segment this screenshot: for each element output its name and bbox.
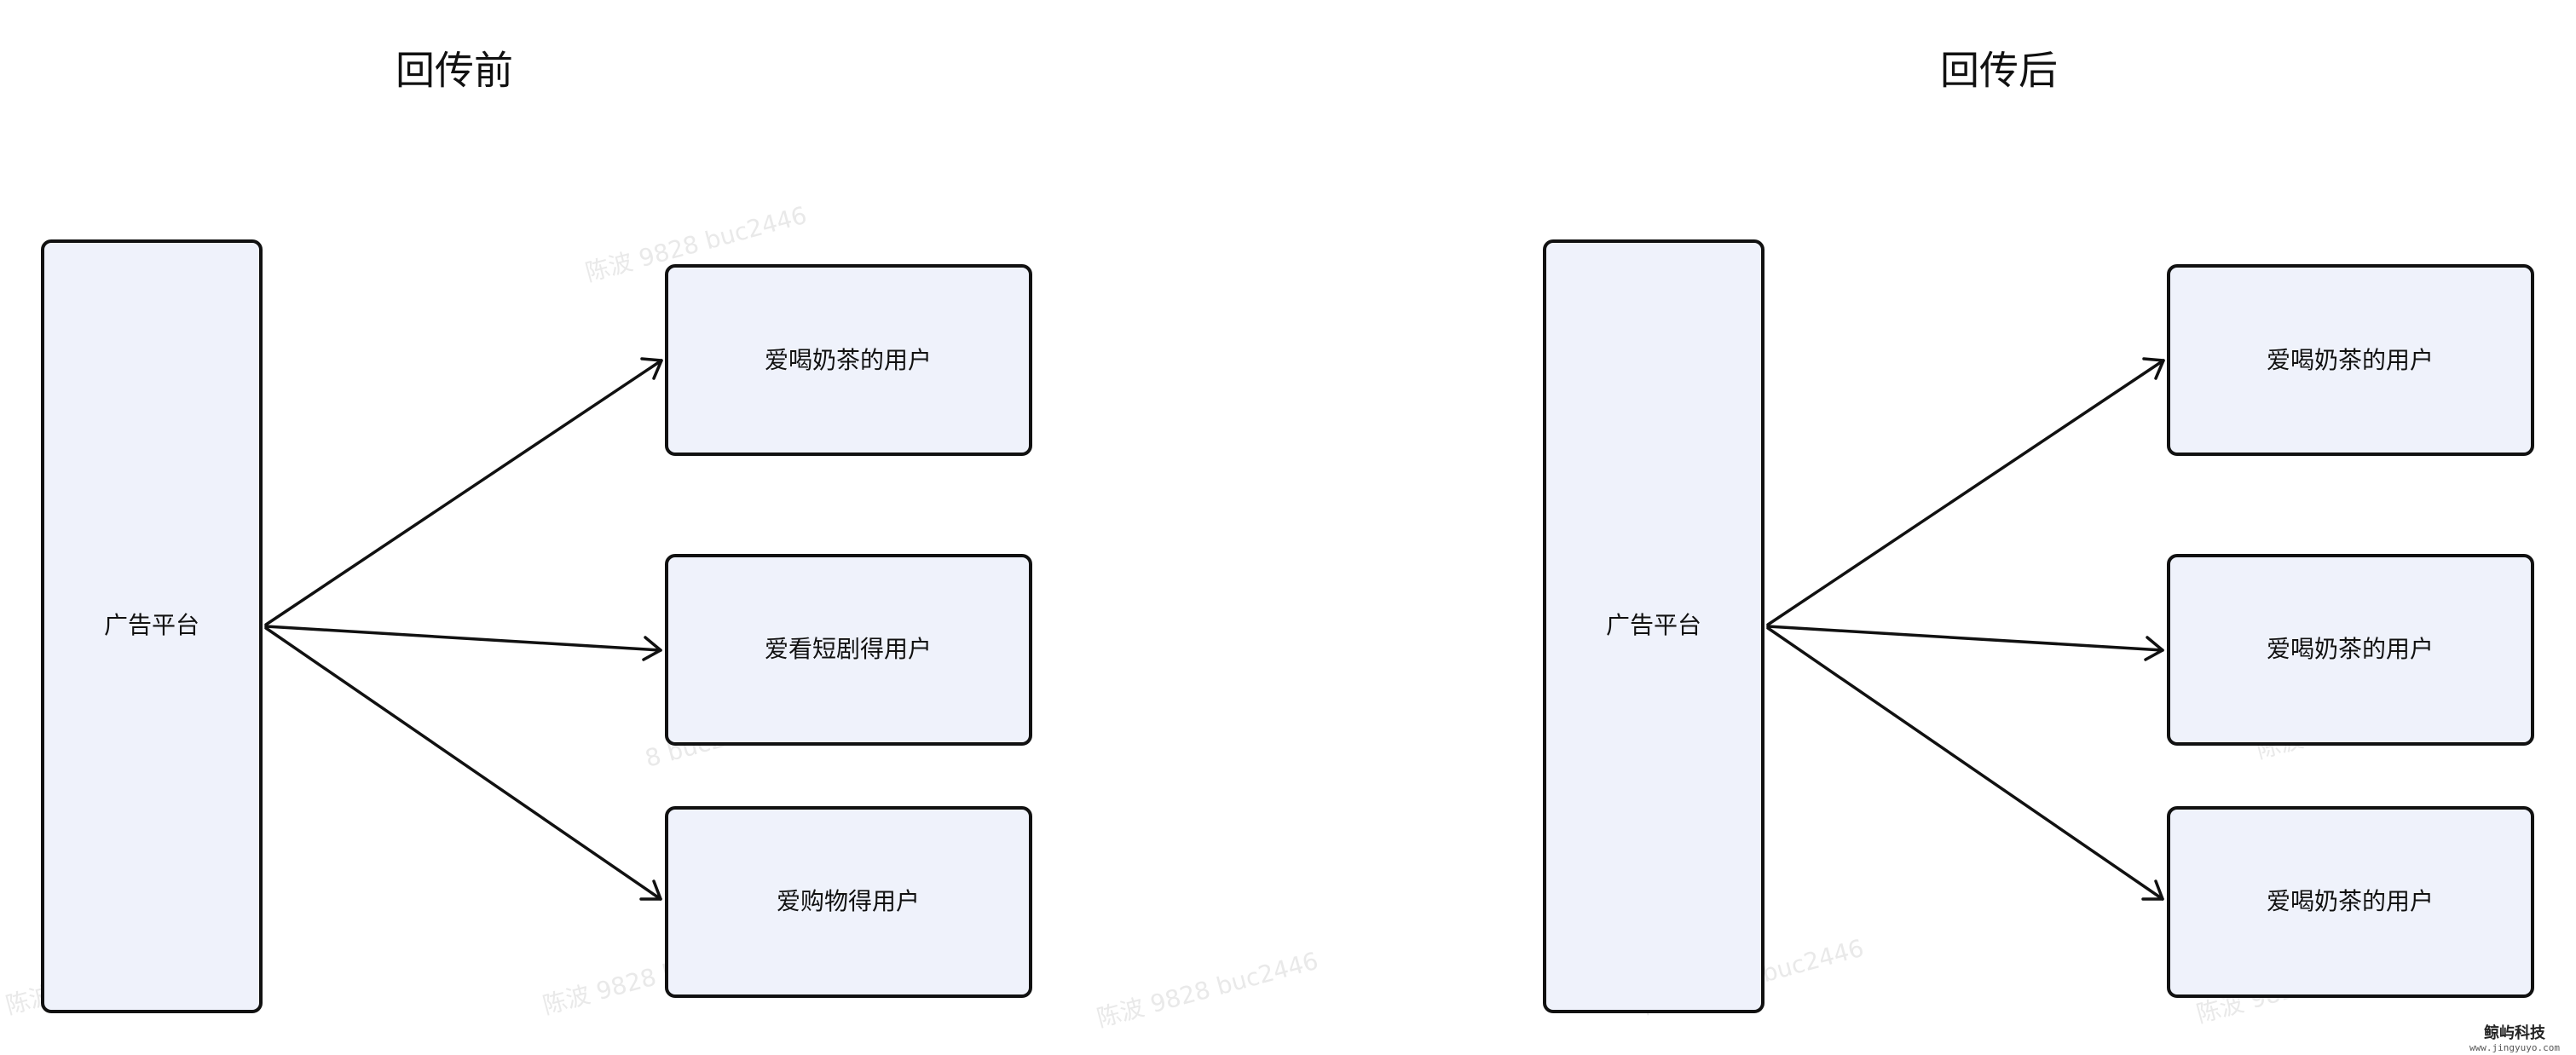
node-target: 爱喝奶茶的用户 bbox=[665, 264, 1032, 456]
edge bbox=[1766, 626, 2164, 901]
panel-title: 回传前 bbox=[396, 48, 513, 94]
edge bbox=[264, 357, 663, 626]
edge bbox=[1766, 357, 2165, 626]
node-target: 爱喝奶茶的用户 bbox=[2167, 264, 2534, 456]
node-target: 爱喝奶茶的用户 bbox=[2167, 554, 2534, 746]
edge bbox=[1766, 625, 2164, 661]
node-label: 爱喝奶茶的用户 bbox=[765, 346, 932, 374]
panel-title: 回传后 bbox=[1940, 48, 2058, 94]
node-label: 爱看短剧得用户 bbox=[765, 635, 932, 663]
node-target: 爱看短剧得用户 bbox=[665, 554, 1032, 746]
node-label: 爱购物得用户 bbox=[777, 887, 920, 915]
corner-logo: 鲸屿科技 www.jingyuyo.com bbox=[2469, 1023, 2560, 1053]
node-label: 爱喝奶茶的用户 bbox=[2267, 635, 2434, 663]
node-target: 爱购物得用户 bbox=[665, 806, 1032, 998]
panel-before: 回传前 广告平台 爱喝奶茶的用户 爱看短剧得用户 爱购物得用户 bbox=[41, 48, 1032, 1013]
node-label: 广告平台 bbox=[1606, 611, 1701, 639]
node-target: 爱喝奶茶的用户 bbox=[2167, 806, 2534, 998]
panel-after: 回传后 广告平台 爱喝奶茶的用户 爱喝奶茶的用户 爱喝奶茶的用户 bbox=[1543, 48, 2534, 1013]
edge bbox=[264, 626, 662, 901]
edge bbox=[264, 625, 662, 661]
watermark: 陈波 9828 buc2446 bbox=[1094, 947, 1321, 1033]
logo-url: www.jingyuyo.com bbox=[2469, 1042, 2560, 1053]
node-label: 爱喝奶茶的用户 bbox=[2267, 346, 2434, 374]
node-label: 爱喝奶茶的用户 bbox=[2267, 887, 2434, 915]
logo-name: 鲸屿科技 bbox=[2484, 1023, 2546, 1042]
watermark-layer: 陈波 9828 buc2446 陈波 9828 buc2446 陈波 9828 … bbox=[3, 201, 2481, 1033]
node-ad-platform: 广告平台 bbox=[1543, 239, 1765, 1013]
node-label: 广告平台 bbox=[104, 611, 199, 639]
node-ad-platform: 广告平台 bbox=[41, 239, 263, 1013]
